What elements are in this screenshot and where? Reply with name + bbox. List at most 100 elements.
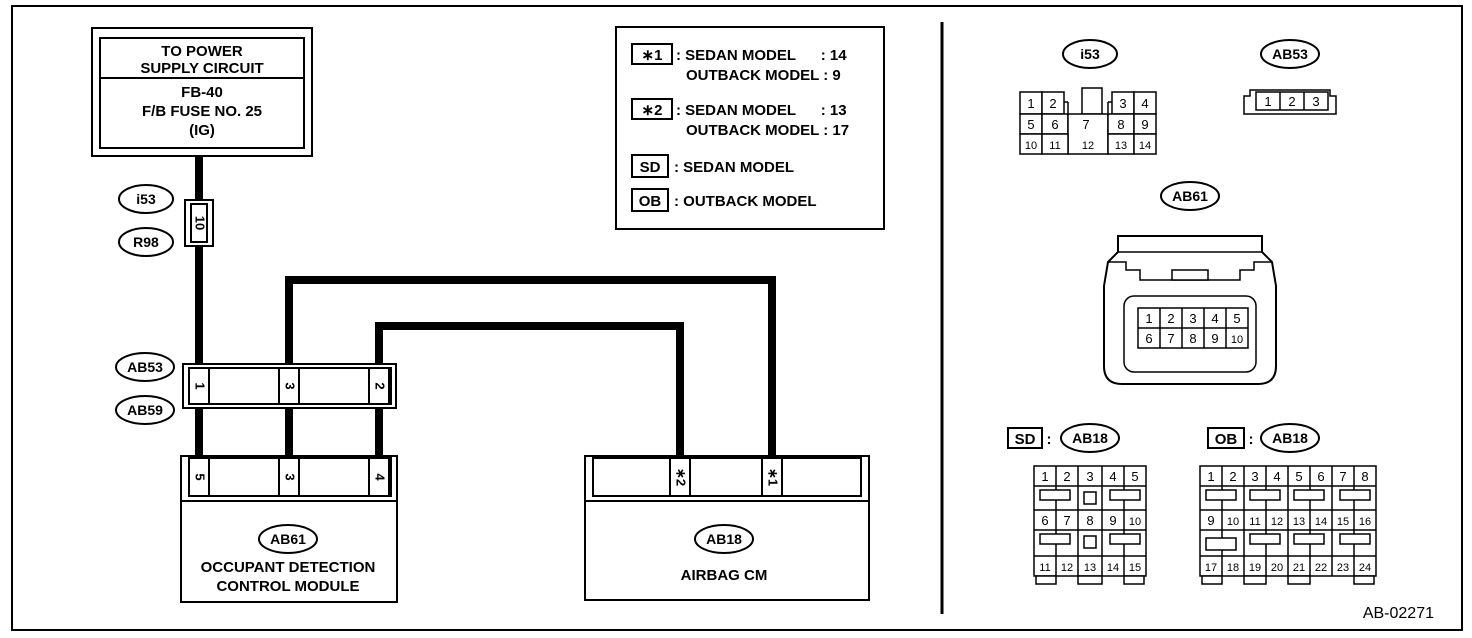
ob-cell: 12 xyxy=(1271,516,1283,528)
i53-cell: 14 xyxy=(1139,140,1151,152)
pin-ab53-2: 2 xyxy=(373,382,388,389)
ob-cell: 15 xyxy=(1337,516,1349,528)
tag-ab59: AB59 xyxy=(115,395,175,425)
ob-cell: 1 xyxy=(1207,469,1214,484)
power-body-line3: (IG) xyxy=(189,122,215,139)
pin-i53-10: 10 xyxy=(193,216,208,230)
ob-cell: 8 xyxy=(1361,469,1368,484)
legend-2-line2: OUTBACK MODEL : 17 xyxy=(686,122,849,139)
legend-ob-text: : OUTBACK MODEL xyxy=(674,193,817,210)
legend-1-line1: : SEDAN MODEL : 14 xyxy=(676,47,847,64)
i53-cell: 7 xyxy=(1082,117,1089,132)
i53-cell: 12 xyxy=(1082,140,1094,152)
ob-cell: 23 xyxy=(1337,562,1349,574)
faceview-i53-tag: i53 xyxy=(1080,46,1100,62)
ob-cell: 19 xyxy=(1249,562,1261,574)
sd-cell: 15 xyxy=(1129,562,1141,574)
faceview-ab18-sd: SD : AB18 1 2 3 4 5 6 7 8 9 10 xyxy=(1007,423,1147,585)
tag-i53: i53 xyxy=(118,184,174,214)
ob-cell: 10 xyxy=(1227,516,1239,528)
sd-cell: 3 xyxy=(1086,469,1093,484)
ob-cell: 3 xyxy=(1251,469,1258,484)
pin-ab61-3: 3 xyxy=(283,473,298,480)
ab61-cell: 4 xyxy=(1211,311,1218,326)
ob-cell: 11 xyxy=(1249,516,1260,528)
legend-1-line2: OUTBACK MODEL : 9 xyxy=(686,67,841,84)
ab18-name: AIRBAG CM xyxy=(681,567,768,584)
faceview-sd-model: SD xyxy=(1015,431,1036,448)
legend-symbol-1: ∗1 xyxy=(642,47,663,64)
ob-cell: 16 xyxy=(1359,516,1371,528)
legend-2-line1: : SEDAN MODEL : 13 xyxy=(676,102,847,119)
ob-cell: 22 xyxy=(1315,562,1327,574)
ab61-cell: 2 xyxy=(1167,311,1174,326)
sd-cell: 6 xyxy=(1041,513,1048,528)
ab61-cell: 3 xyxy=(1189,311,1196,326)
power-supply-box: TO POWER SUPPLY CIRCUIT FB-40 F/B FUSE N… xyxy=(91,27,313,157)
tag-ab61: AB61 xyxy=(270,531,306,547)
sd-cell: 1 xyxy=(1041,469,1048,484)
i53-cell: 8 xyxy=(1117,117,1124,132)
sd-cell: 12 xyxy=(1061,562,1073,574)
ab61-cell: 1 xyxy=(1145,311,1152,326)
faceview-ob-tag: AB18 xyxy=(1272,430,1308,446)
i53-cell: 4 xyxy=(1141,96,1148,111)
power-body-line2: F/B FUSE NO. 25 xyxy=(142,103,262,120)
tag-r98: R98 xyxy=(118,227,174,257)
ab61-cell: 7 xyxy=(1167,331,1174,346)
legend-symbol-sd: SD xyxy=(640,159,661,176)
faceview-sd-sep: : xyxy=(1047,431,1052,448)
ob-cell: 2 xyxy=(1229,469,1236,484)
ab61-name-line1: OCCUPANT DETECTION xyxy=(201,559,376,576)
faceview-ob-model: OB xyxy=(1215,431,1238,448)
faceview-ab61-tag: AB61 xyxy=(1172,188,1208,204)
tag-ab18: AB18 xyxy=(706,531,742,547)
svg-text:R98: R98 xyxy=(133,234,159,250)
pin-ab61-4: 4 xyxy=(373,473,388,481)
ab61-cell: 6 xyxy=(1145,331,1152,346)
legend-box: ∗1 : SEDAN MODEL : 14 OUTBACK MODEL : 9 … xyxy=(615,26,885,230)
ab53-cell: 3 xyxy=(1312,94,1319,109)
pin-ab53-3: 3 xyxy=(283,382,298,389)
pin-ab18-star2: ∗2 xyxy=(674,468,689,486)
connector-ab53-ab59: 1 3 2 xyxy=(182,363,397,409)
diagram-id: AB-02271 xyxy=(1363,605,1434,622)
pin-ab61-5: 5 xyxy=(193,473,208,480)
i53-cell: 10 xyxy=(1025,140,1037,152)
ob-cell: 13 xyxy=(1293,516,1305,528)
i53-cell: 9 xyxy=(1141,117,1148,132)
sd-cell: 10 xyxy=(1129,516,1141,528)
ob-cell: 4 xyxy=(1273,469,1280,484)
legend-symbol-ob: OB xyxy=(639,193,662,210)
sd-cell: 2 xyxy=(1063,469,1070,484)
ob-cell: 24 xyxy=(1359,562,1371,574)
i53-cell: 3 xyxy=(1119,96,1126,111)
ab61-name-line2: CONTROL MODULE xyxy=(216,578,359,595)
faceview-ab18-ob: OB : AB18 1 2 3 4 xyxy=(1199,423,1377,585)
power-header-line2: SUPPLY CIRCUIT xyxy=(140,60,263,77)
svg-text:AB59: AB59 xyxy=(127,402,163,418)
i53-cell: 6 xyxy=(1051,117,1058,132)
pin-ab18-star1: ∗1 xyxy=(766,468,781,486)
i53-cell: 13 xyxy=(1115,140,1127,152)
sd-cell: 9 xyxy=(1109,513,1116,528)
faceview-ab61: AB61 1 2 3 4 5 6 7 8 9 10 xyxy=(1103,181,1277,385)
power-header-line1: TO POWER xyxy=(161,43,243,60)
ob-cell: 21 xyxy=(1293,562,1305,574)
tag-ab53: AB53 xyxy=(115,352,175,382)
i53-cell: 5 xyxy=(1027,117,1034,132)
faceview-ab53: AB53 1 2 3 xyxy=(1243,39,1337,115)
faceview-i53: i53 1 2 3 4 5 6 7 8 9 10 11 12 13 14 xyxy=(1019,39,1157,155)
legend-sd-text: : SEDAN MODEL xyxy=(674,159,794,176)
sd-cell: 13 xyxy=(1084,562,1096,574)
ob-cell: 17 xyxy=(1205,562,1217,574)
svg-text:i53: i53 xyxy=(136,191,156,207)
ab53-cell: 1 xyxy=(1264,94,1271,109)
diagram-frame xyxy=(11,5,1463,631)
ob-cell: 5 xyxy=(1295,469,1302,484)
sd-cell: 5 xyxy=(1131,469,1138,484)
ab53-cell: 2 xyxy=(1288,94,1295,109)
wires xyxy=(195,156,776,458)
i53-cell: 11 xyxy=(1049,140,1060,152)
pin-ab53-1: 1 xyxy=(193,382,208,389)
